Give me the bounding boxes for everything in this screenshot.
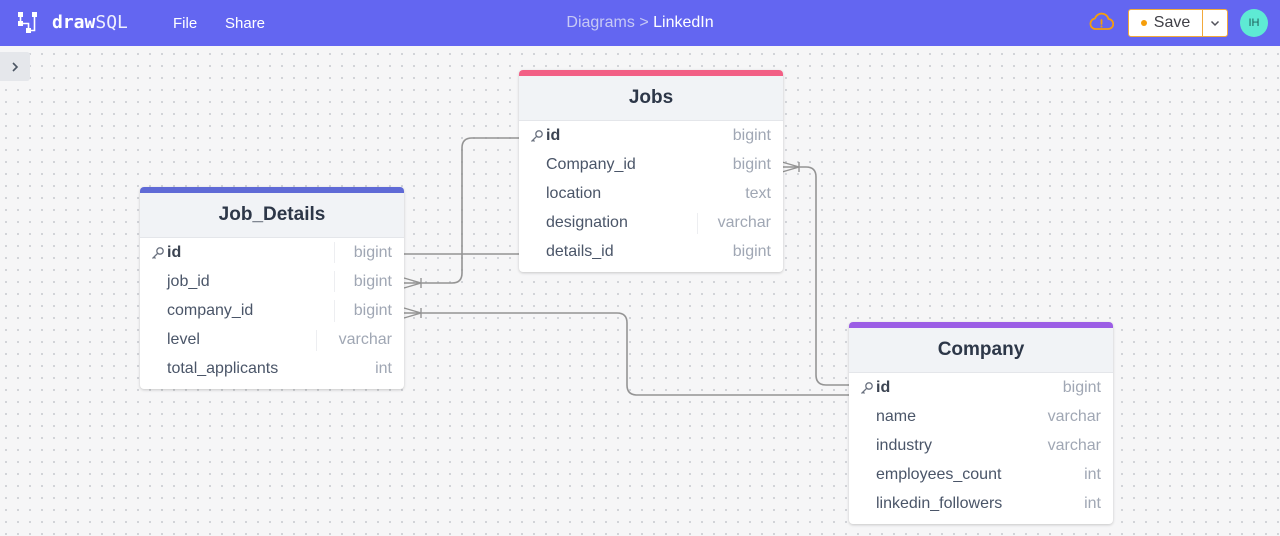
relation-company-id-to-job-details-company-id [404, 312, 850, 396]
table-row[interactable]: name varchar [849, 402, 1113, 431]
column-type: int [1084, 495, 1101, 513]
table-row[interactable]: company_id bigint [140, 296, 404, 325]
column-name: location [546, 184, 602, 202]
user-avatar[interactable]: IH [1240, 9, 1268, 37]
column-type: varchar [338, 331, 392, 349]
column-type: bigint [732, 155, 771, 173]
save-button-label: Save [1153, 14, 1191, 31]
column-divider [316, 329, 317, 351]
column-name: Company_id [546, 155, 636, 173]
column-name: level [167, 331, 200, 349]
table-row[interactable]: designation varchar [519, 209, 783, 238]
table-row[interactable]: linkedin_followers int [849, 490, 1113, 519]
key-icon [152, 247, 164, 259]
column-type: bigint [732, 126, 771, 144]
table-row[interactable]: location text [519, 179, 783, 208]
crowsfoot-job-details-job-id [403, 277, 424, 289]
column-name: id [876, 378, 891, 396]
column-name: id [167, 243, 182, 261]
breadcrumb-diagrams-link[interactable]: Diagrams [566, 14, 635, 31]
save-options-dropdown[interactable] [1202, 9, 1228, 37]
column-divider [697, 212, 698, 234]
column-type: bigint [353, 272, 392, 290]
table-row[interactable]: id bigint [140, 238, 404, 267]
table-row[interactable]: id bigint [519, 121, 783, 150]
column-type: int [1084, 466, 1101, 484]
column-type: bigint [1062, 378, 1101, 396]
relation-company-id-to-jobs-company-id [782, 166, 850, 386]
chevron-right-icon [12, 61, 19, 72]
column-name: job_id [167, 272, 210, 290]
column-name: company_id [167, 301, 254, 319]
table-header[interactable]: Job_Details [140, 187, 404, 238]
table-row[interactable]: details_id bigint [519, 238, 783, 267]
cloud-warning-icon[interactable] [1088, 10, 1114, 34]
crowsfoot-job-details-company-id [403, 307, 424, 319]
top-navbar: drawSQL File Share Diagrams > LinkedIn S… [0, 0, 1280, 46]
column-type: varchar [1047, 407, 1101, 425]
table-header[interactable]: Jobs [519, 70, 783, 121]
diagram-title[interactable]: LinkedIn [653, 14, 714, 31]
column-type: bigint [732, 243, 771, 261]
column-type: varchar [1047, 436, 1101, 454]
table-row[interactable]: industry varchar [849, 431, 1113, 460]
column-name: total_applicants [167, 360, 279, 378]
table-header[interactable]: Company [849, 322, 1113, 373]
column-name: details_id [546, 243, 614, 261]
brand-name-light: SQL [95, 12, 128, 33]
column-divider [334, 300, 335, 322]
chevron-down-icon [1210, 20, 1220, 27]
brand-name[interactable]: drawSQL [52, 12, 128, 33]
save-button[interactable]: Save [1128, 9, 1203, 37]
column-type: varchar [717, 214, 771, 232]
column-type: int [375, 360, 392, 378]
table-row[interactable]: employees_count int [849, 461, 1113, 490]
sidebar-toggle-button[interactable] [0, 52, 30, 81]
table-row[interactable]: Company_id bigint [519, 150, 783, 179]
table-row[interactable]: id bigint [849, 373, 1113, 402]
drawsql-logo-icon[interactable] [18, 12, 40, 34]
brand-name-bold: draw [52, 12, 96, 33]
breadcrumb: Diagrams > LinkedIn [0, 14, 1280, 32]
column-name: employees_count [876, 466, 1002, 484]
column-name: linkedin_followers [876, 495, 1003, 513]
column-type: bigint [353, 243, 392, 261]
column-divider [334, 242, 335, 264]
column-name: designation [546, 214, 628, 232]
breadcrumb-separator: > [639, 14, 649, 31]
column-name: name [876, 407, 917, 425]
table-row[interactable]: total_applicants int [140, 355, 404, 384]
column-type: bigint [353, 301, 392, 319]
table-row[interactable]: level varchar [140, 326, 404, 355]
share-menu[interactable]: Share [225, 15, 266, 32]
column-name: id [546, 126, 561, 144]
table-company[interactable]: Company id bigint name varchar industry … [849, 322, 1113, 524]
column-divider [334, 271, 335, 293]
table-row[interactable]: job_id bigint [140, 267, 404, 296]
crowsfoot-jobs-company-id [781, 161, 802, 173]
file-menu[interactable]: File [173, 15, 198, 32]
table-job-details[interactable]: Job_Details id bigint job_id bigint comp… [140, 187, 404, 389]
column-type: text [745, 184, 771, 202]
key-icon [531, 130, 543, 142]
key-icon [861, 382, 873, 394]
column-name: industry [876, 436, 933, 454]
unsaved-indicator [1140, 20, 1147, 26]
table-jobs[interactable]: Jobs id bigint Company_id bigint locatio… [519, 70, 783, 272]
relation-jobs-id-to-job-details-job-id [404, 137, 520, 284]
